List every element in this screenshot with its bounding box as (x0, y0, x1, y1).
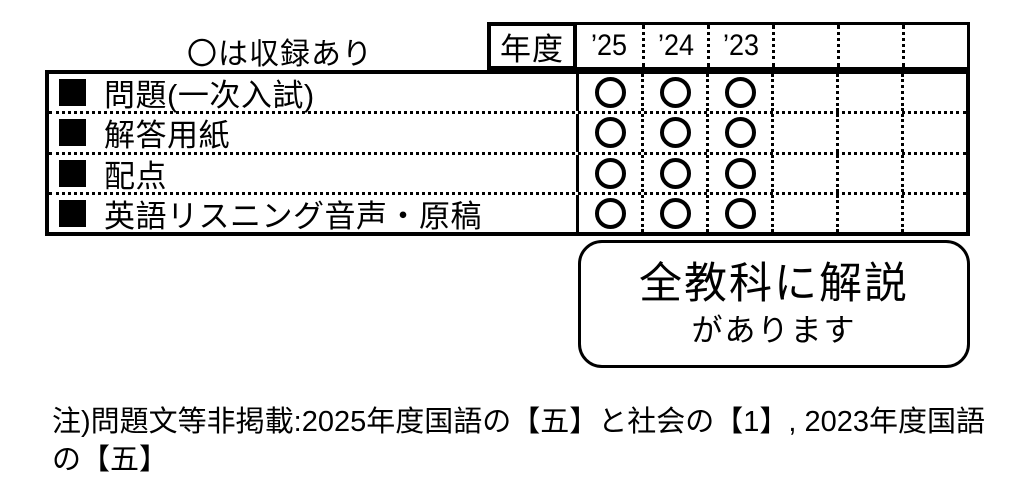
included-circle-icon (724, 157, 756, 189)
row-label: 解答用紙 (104, 118, 230, 154)
row-label: 問題(一次入試) (104, 78, 315, 114)
year-col-23: ’23 (707, 25, 772, 67)
mark-cell (641, 74, 706, 112)
mark-cell (706, 74, 771, 112)
mark-cell (576, 154, 641, 192)
year-col-24: ’24 (642, 25, 707, 67)
year-value: ’24 (657, 29, 695, 62)
row-label: 英語リスニング音声・原稿 (104, 198, 482, 234)
table-row: 英語リスニング音声・原稿 (49, 191, 966, 234)
explanation-callout-box: 全教科に解説 があります (578, 240, 970, 368)
year-col-empty-1 (772, 25, 837, 67)
bullet-square-icon (59, 199, 86, 227)
mark-cell (771, 114, 836, 152)
table-row: 解答用紙 (49, 111, 966, 153)
mark-cell (901, 114, 966, 152)
footnote: 注)問題文等非掲載:2025年度国語の【五】と社会の【1】, 2023年度国語 … (52, 403, 985, 479)
year-col-empty-3 (902, 25, 967, 67)
bullet-square-icon (59, 119, 86, 147)
legend-text: 〇は収録あり (187, 38, 373, 71)
mark-cell (836, 74, 901, 112)
mark-cell (901, 194, 966, 232)
mark-cell (576, 74, 641, 112)
year-axis-label: 年度 (487, 22, 577, 70)
bullet-square-icon (59, 79, 86, 107)
mark-cell (901, 154, 966, 192)
callout-main-text: 全教科に解説 (639, 259, 909, 308)
year-col-empty-2 (837, 25, 902, 67)
included-circle-icon (724, 197, 756, 229)
table-row: 配点 (49, 151, 966, 194)
mark-cell (836, 114, 901, 152)
year-header: 年度 ’25 ’24 ’23 (487, 22, 970, 70)
mark-cell (576, 114, 641, 152)
year-columns: ’25 ’24 ’23 (577, 22, 970, 70)
callout-sub-text: があります (691, 313, 857, 349)
mark-cell (771, 154, 836, 192)
included-circle-icon (659, 77, 691, 109)
mark-cell (836, 154, 901, 192)
mark-cell (706, 194, 771, 232)
mark-cell (706, 114, 771, 152)
included-circle-icon (659, 157, 691, 189)
footnote-line-1: 注)問題文等非掲載:2025年度国語の【五】と社会の【1】, 2023年度国語 (52, 406, 985, 438)
row-label-cell: 問題(一次入試) (49, 74, 576, 113)
included-circle-icon (724, 117, 756, 149)
row-label: 配点 (104, 158, 167, 194)
mark-cell (641, 114, 706, 152)
contents-table: 問題(一次入試) 解答用紙 配点 (45, 70, 970, 236)
table-row: 問題(一次入試) (49, 74, 966, 113)
included-circle-icon (594, 157, 626, 189)
mark-cell (641, 194, 706, 232)
mark-cell (641, 154, 706, 192)
mark-cell (771, 74, 836, 112)
mark-cell (771, 194, 836, 232)
year-value: ’25 (591, 29, 628, 62)
mark-cell (576, 194, 641, 232)
included-circle-icon (594, 77, 626, 109)
row-label-cell: 解答用紙 (49, 114, 576, 153)
bullet-square-icon (59, 159, 86, 187)
mark-cell (706, 154, 771, 192)
year-value: ’23 (722, 29, 760, 62)
year-col-25: ’25 (577, 25, 642, 67)
included-circle-icon (659, 197, 691, 229)
included-circle-icon (724, 77, 756, 109)
footnote-line-2: の【五】 (52, 444, 169, 476)
mark-cell (901, 74, 966, 112)
included-circle-icon (594, 117, 626, 149)
included-circle-icon (659, 117, 691, 149)
row-label-cell: 配点 (49, 155, 576, 194)
row-label-cell: 英語リスニング音声・原稿 (49, 195, 576, 234)
included-circle-icon (594, 197, 626, 229)
mark-cell (836, 194, 901, 232)
